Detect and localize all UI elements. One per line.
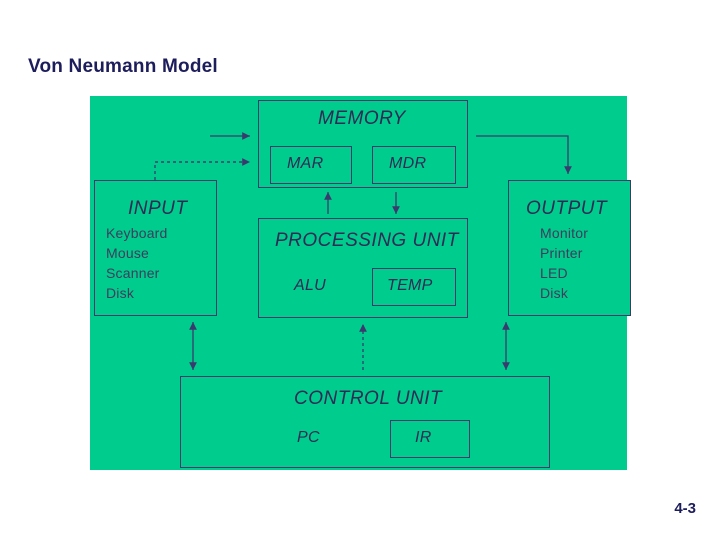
memory-label: MEMORY [318,108,406,129]
temp-label: TEMP [387,277,433,294]
control-unit-label: CONTROL UNIT [294,388,443,409]
output-item-printer: Printer [540,245,583,261]
mdr-register-box [372,146,456,184]
mar-label: MAR [287,155,324,172]
processing-unit-label: PROCESSING UNIT [275,230,459,251]
output-label: OUTPUT [526,198,608,219]
output-item-led: LED [540,265,568,281]
page-number: 4-3 [674,500,696,517]
output-block [508,180,631,316]
ir-register-box [390,420,470,458]
mdr-label: MDR [389,155,427,172]
output-item-disk: Disk [540,285,569,301]
input-item-keyboard: Keyboard [106,225,168,241]
input-item-disk: Disk [106,285,135,301]
page-title: Von Neumann Model [28,56,218,77]
input-label: INPUT [128,198,188,219]
temp-register-box [372,268,456,306]
output-item-monitor: Monitor [540,225,589,241]
input-item-scanner: Scanner [106,265,160,281]
control-unit-block [180,376,550,468]
alu-label: ALU [294,277,327,294]
pc-label: PC [297,429,320,446]
input-block [94,180,217,316]
von-neumann-diagram: MEMORY MAR MDR PROCESSING UNIT ALU TEMP … [90,96,631,470]
mar-register-box [270,146,352,184]
input-item-mouse: Mouse [106,245,150,261]
ir-label: IR [415,429,432,446]
